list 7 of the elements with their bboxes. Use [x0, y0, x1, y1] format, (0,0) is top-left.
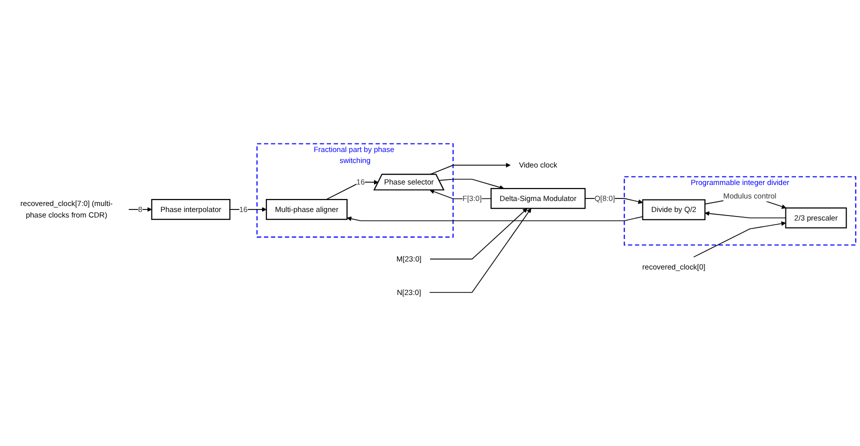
arrow: [326, 180, 379, 200]
arrow: [438, 178, 504, 190]
arrow: [693, 221, 786, 258]
arrow: [346, 216, 644, 222]
arrow: [704, 211, 786, 218]
arrow: [430, 208, 528, 260]
arrow: [429, 208, 532, 293]
